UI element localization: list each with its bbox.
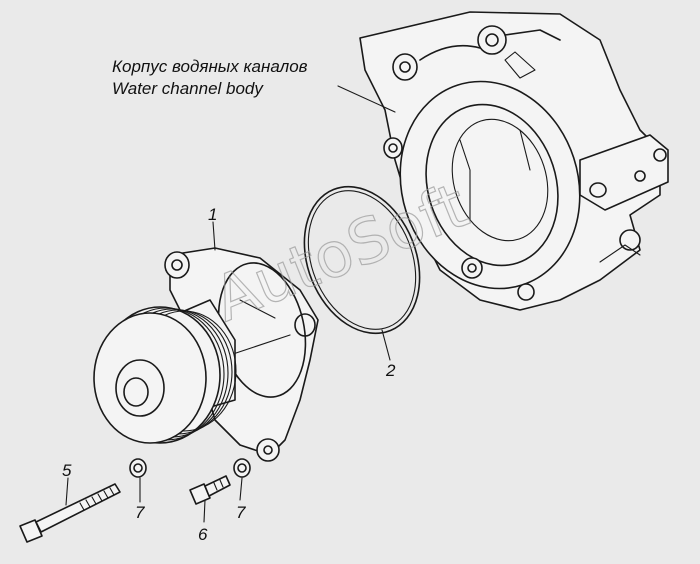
water-pump: [93, 247, 319, 462]
leader-part-7b: [239, 477, 243, 501]
long-bolt: [19, 483, 121, 543]
leader-part-6: [203, 499, 206, 523]
part-number-1: 1: [208, 205, 217, 224]
water-channel-body: [359, 11, 669, 311]
part-number-5: 5: [62, 461, 72, 480]
washer-left: [129, 458, 147, 478]
part-number-7-right: 7: [236, 503, 246, 522]
part-number-6: 6: [198, 525, 208, 544]
o-ring: [303, 185, 421, 361]
callout-label-ru: Корпус водяных каналов: [112, 57, 308, 76]
part-number-2: 2: [385, 361, 396, 380]
leader-part-1: [212, 221, 216, 251]
callout-label-en: Water channel body: [112, 79, 264, 98]
short-bolt: [189, 475, 231, 505]
watermark: AutoSoft: [203, 168, 477, 335]
leader-part-5: [65, 477, 69, 506]
washer-right: [233, 458, 251, 478]
callout-leader-line: [337, 85, 396, 113]
part-number-7-left: 7: [135, 503, 145, 522]
